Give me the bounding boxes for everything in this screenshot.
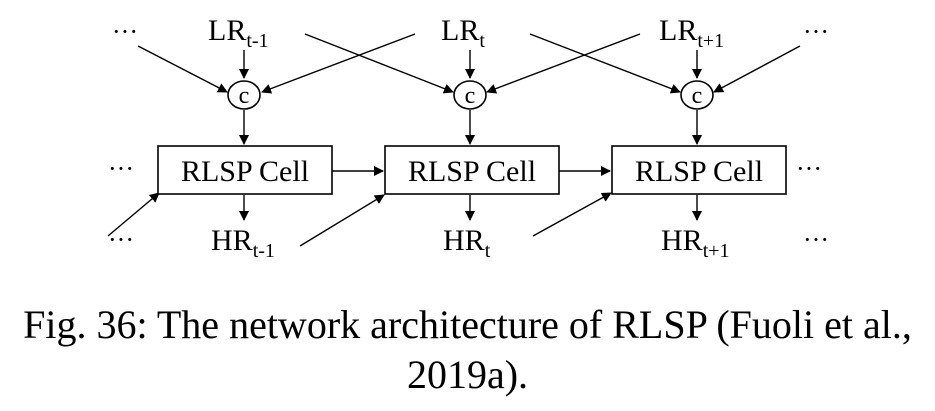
- arrow-lr-t-to-concat-1: [261, 33, 416, 94]
- output-label-hr-tplus1: HRt+1: [661, 224, 730, 262]
- arrow-hr-tminus1-to-cell-2: [299, 194, 385, 247]
- input-label-lr-t: LRt: [441, 14, 485, 52]
- concat-node-2: [453, 80, 487, 110]
- ellipsis-mid-right: ···: [796, 154, 822, 183]
- concat-node-1: [227, 80, 261, 110]
- arrow-lr-tplus1-to-concat-2: [486, 33, 641, 94]
- ellipsis-bottom-left: ···: [108, 225, 134, 254]
- concat-symbol-1: c: [239, 83, 250, 109]
- output-label-hr-t: HRt: [443, 224, 491, 262]
- arrow-next-to-concat-3: [713, 45, 801, 93]
- rlsp-cell-2: [384, 145, 560, 195]
- rlsp-cell-label-2: RLSP Cell: [408, 155, 536, 188]
- concat-symbol-3: c: [692, 83, 703, 109]
- rlsp-cell-label-3: RLSP Cell: [635, 155, 763, 188]
- output-label-hr-tminus1: HRt-1: [211, 224, 275, 262]
- arrow-hr-t-to-cell-3: [532, 192, 612, 237]
- arrow-lr-tminus1-to-concat-2: [304, 33, 454, 94]
- ellipsis-mid-left: ···: [108, 154, 134, 183]
- arrow-prev-output-to-cell-1: [107, 192, 160, 237]
- arrow-lr-t-to-concat-3: [529, 33, 681, 94]
- figure-caption: Fig. 36: The network architecture of RLS…: [23, 302, 912, 397]
- rlsp-cell-3: [611, 145, 787, 195]
- arrow-prev-to-concat-1: [137, 45, 228, 93]
- rlsp-cell-label-1: RLSP Cell: [181, 155, 309, 188]
- ellipsis-bottom-right: ···: [803, 225, 829, 254]
- ellipsis-top-left: ···: [112, 17, 138, 46]
- concat-node-3: [680, 80, 714, 110]
- ellipsis-top-right: ···: [803, 17, 829, 46]
- input-label-lr-tplus1: LRt+1: [659, 14, 724, 52]
- input-label-lr-tminus1: LRt-1: [208, 14, 269, 52]
- rlsp-diagram: c c c RLSP Cell RLSP Cell RLSP Cell LRt-…: [107, 14, 829, 262]
- rlsp-cell-1: [157, 145, 333, 195]
- concat-symbol-2: c: [465, 83, 476, 109]
